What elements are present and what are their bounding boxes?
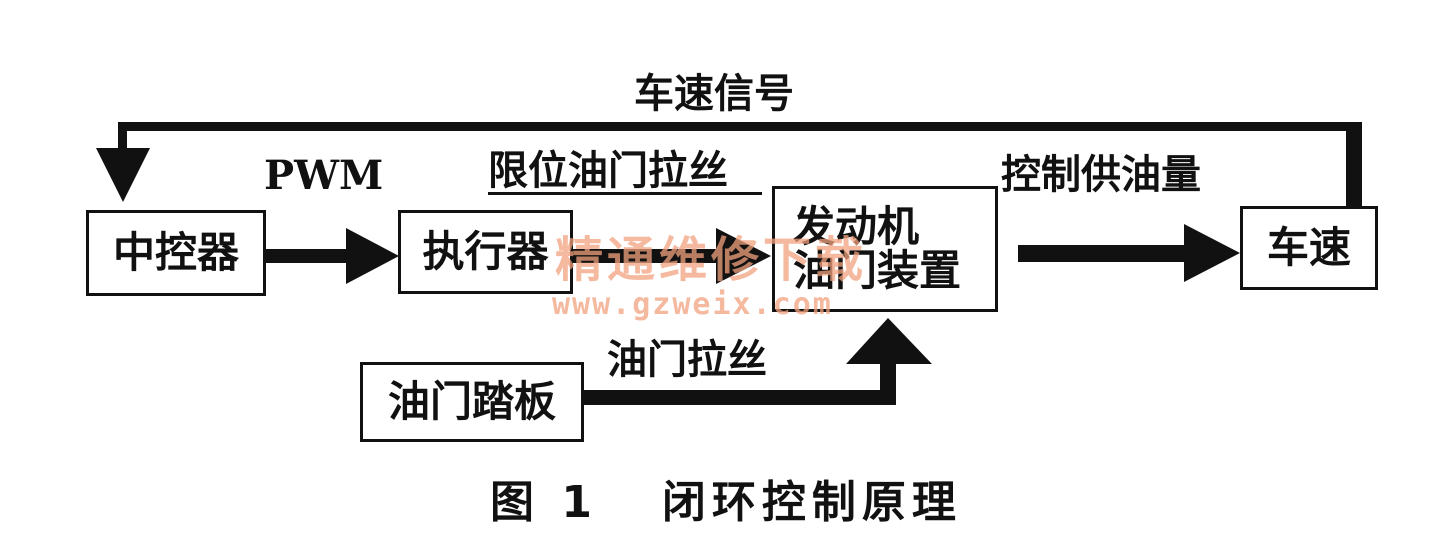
throttle-cable-label: 油门拉丝 <box>607 337 767 383</box>
arrow-actuator-to-engine-head <box>716 228 771 284</box>
arrow-controller-to-actuator-head <box>346 228 399 284</box>
arrow-engine-to-speed-head <box>1184 224 1240 282</box>
figure-caption: 图 1 闭环控制原理 <box>490 477 962 528</box>
limit-cable-underline <box>488 192 762 195</box>
central-controller-label: 中控器 <box>112 227 239 277</box>
actuator-label: 执行器 <box>422 226 549 276</box>
arrow-controller-to-actuator-shaft <box>266 249 352 263</box>
engine-throttle-box: 发动机 油门装置 <box>772 186 998 312</box>
arrow-engine-to-speed-shaft <box>1018 245 1188 262</box>
feedback-arrowhead <box>96 148 150 202</box>
throttle-pedal-box: 油门踏板 <box>360 362 584 442</box>
feedback-line-down <box>118 122 127 158</box>
feedback-line-top <box>118 122 1362 131</box>
central-controller-box: 中控器 <box>86 210 266 296</box>
speed-signal-label: 车速信号 <box>634 71 794 117</box>
arrow-actuator-to-engine-shaft <box>572 249 720 263</box>
vehicle-speed-box: 车速 <box>1240 206 1378 290</box>
feedback-line-up <box>1346 122 1362 210</box>
throttle-pedal-label: 油门踏板 <box>387 376 556 426</box>
control-fuel-supply-label: 控制供油量 <box>1001 152 1201 198</box>
arrow-pedal-to-engine-horizontal <box>582 390 894 405</box>
engine-throttle-label-line2: 油门装置 <box>793 246 962 295</box>
actuator-box: 执行器 <box>398 210 573 294</box>
engine-throttle-label-line1: 发动机 <box>793 201 920 251</box>
limit-throttle-cable-label: 限位油门拉丝 <box>488 148 728 194</box>
arrow-pedal-to-engine-head <box>846 318 932 364</box>
pwm-label: PWM <box>264 152 384 199</box>
arrow-pedal-to-engine-vertical <box>880 352 896 405</box>
vehicle-speed-label: 车速 <box>1266 222 1351 272</box>
